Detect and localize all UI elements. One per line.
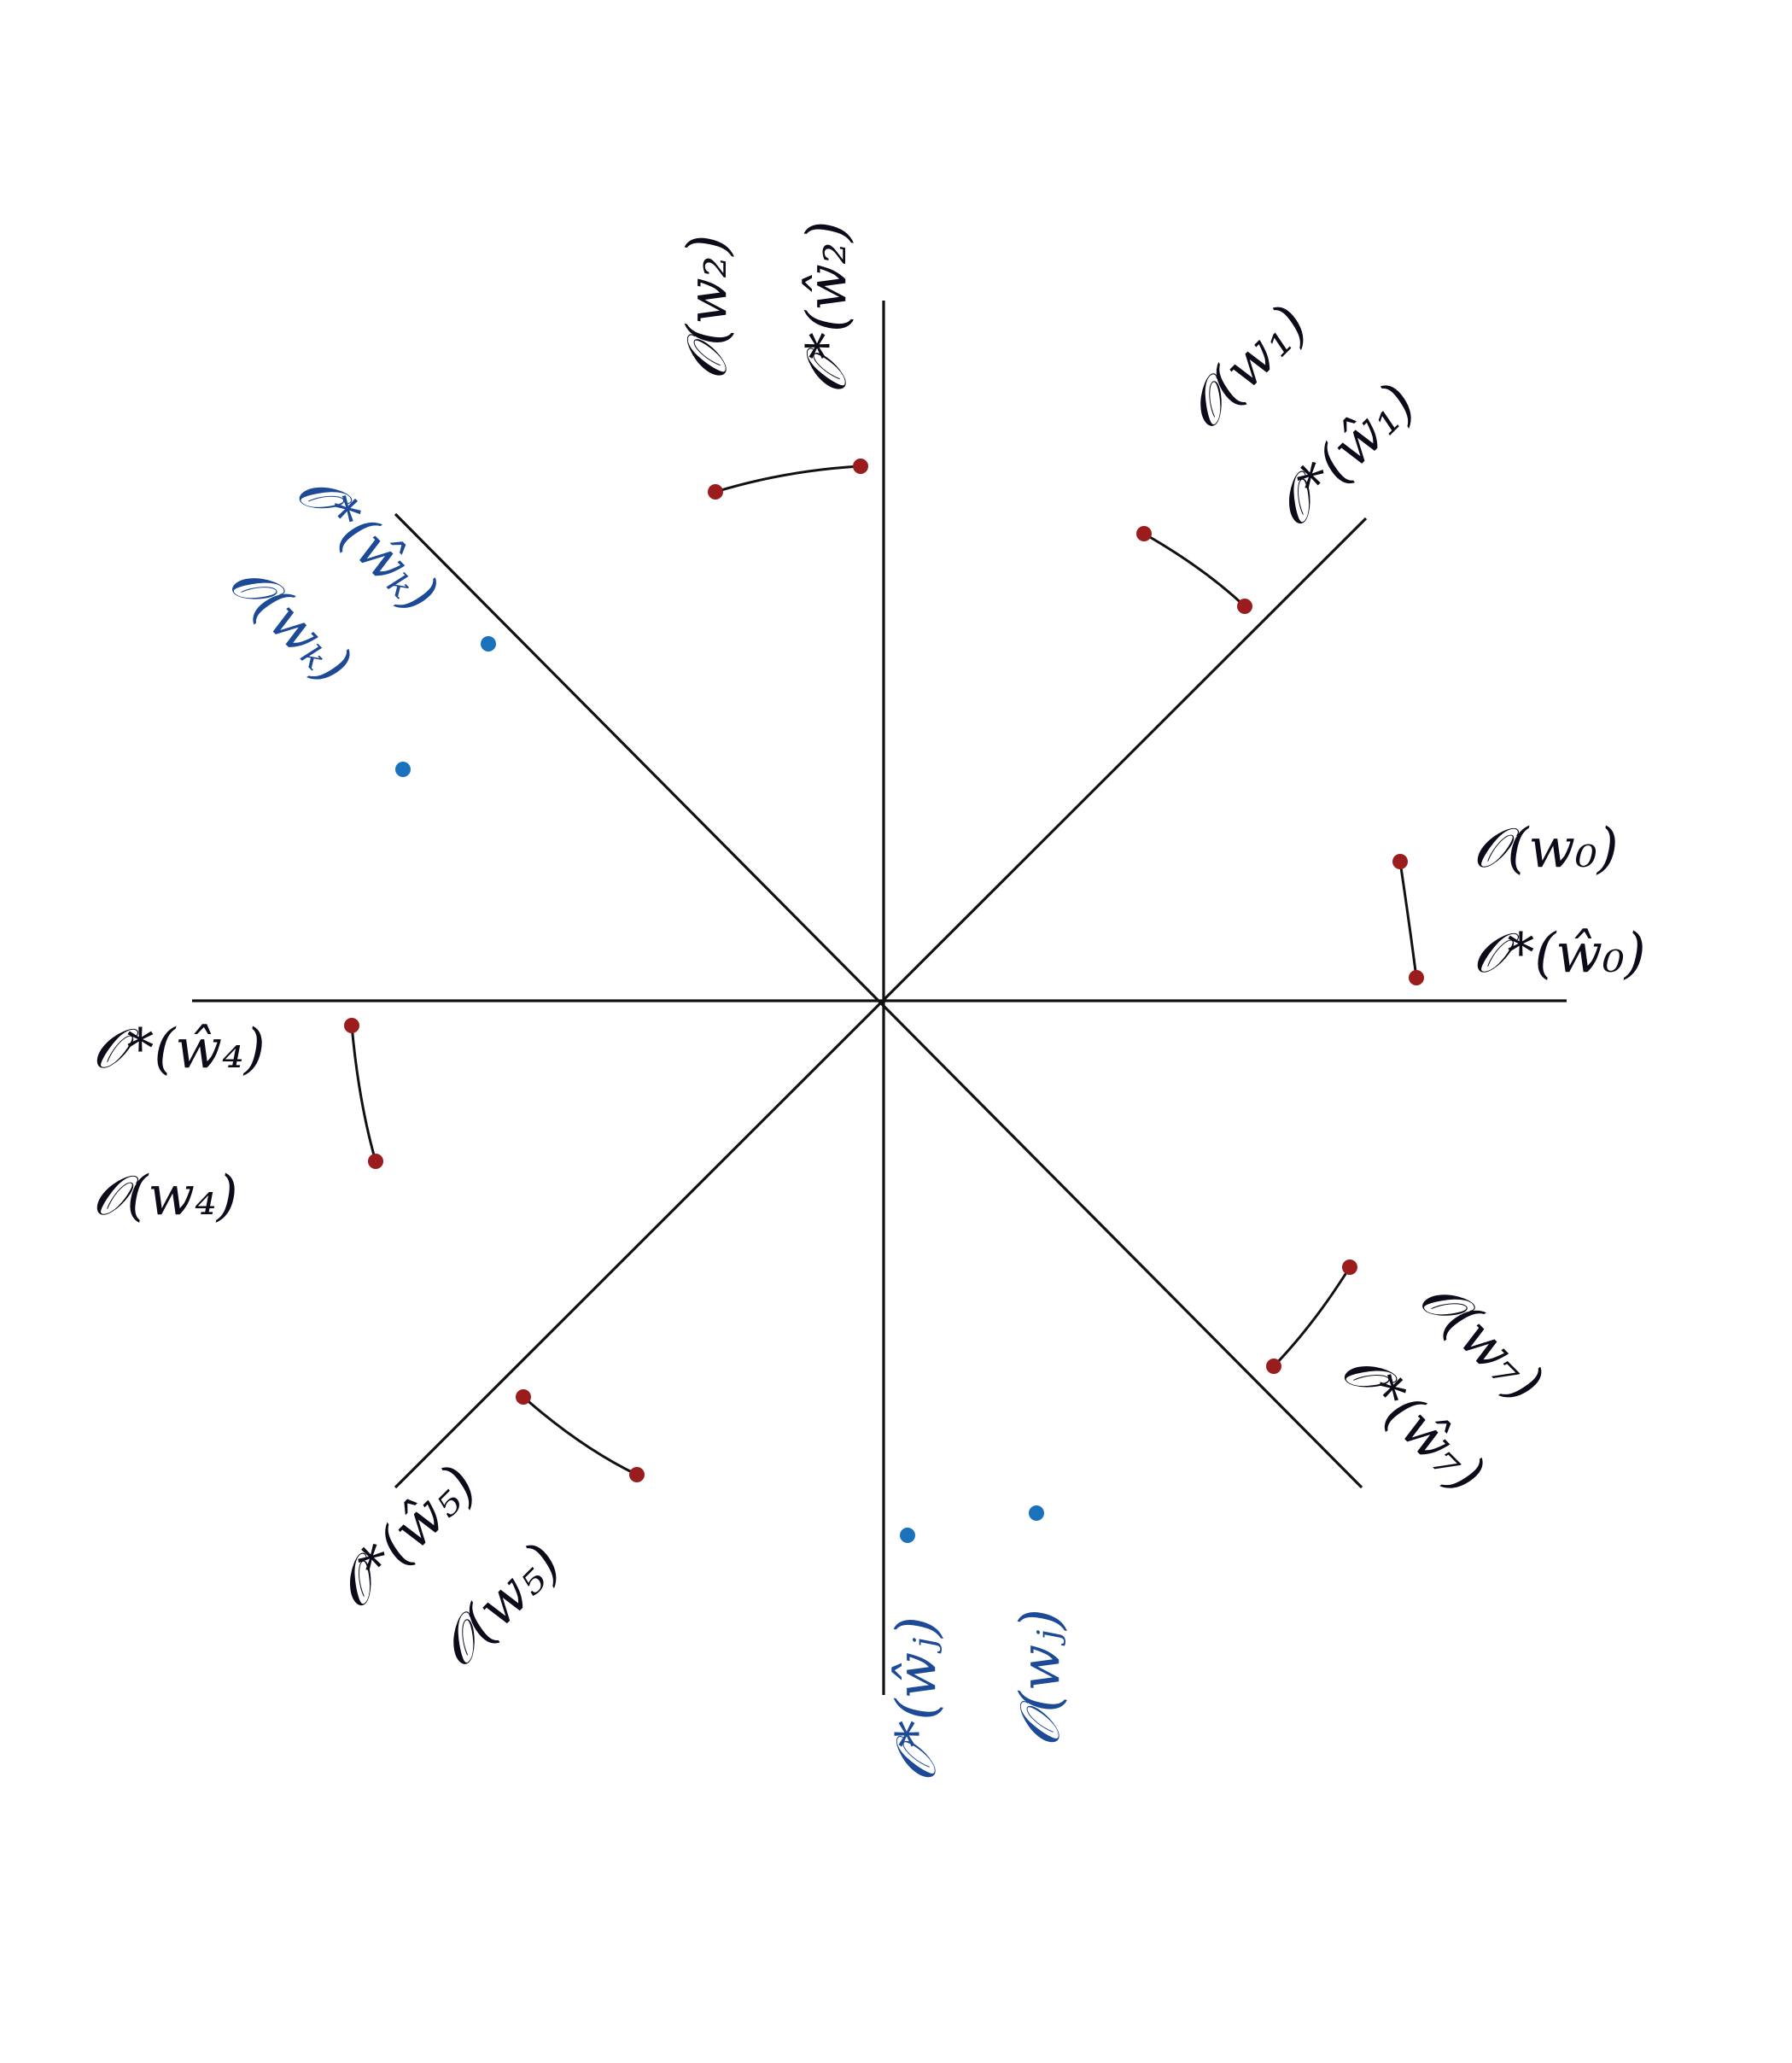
point-w2-est	[853, 459, 868, 474]
label-w0-est: 𝒪*(ŵ₀)	[1473, 922, 1646, 985]
label-wj-obs: 𝒪(wⱼ)	[1009, 1609, 1072, 1747]
point-w5-obs	[629, 1467, 645, 1482]
label-wk-obs: 𝒪(wₖ)	[217, 550, 363, 696]
arc-w7	[1272, 1266, 1351, 1368]
point-wk-obs	[395, 762, 411, 777]
axes	[192, 301, 1567, 1695]
point-w5-est	[516, 1389, 531, 1405]
label-w1-obs: 𝒪(w₁)	[1173, 294, 1321, 441]
point-w4-est	[344, 1018, 359, 1033]
point-w2-obs	[708, 484, 723, 500]
points	[344, 459, 1424, 1543]
arc-w1	[1143, 532, 1246, 608]
label-w2-est: 𝒪*(ŵ₂)	[796, 221, 859, 394]
label-w4-obs: 𝒪(w₄)	[92, 1165, 238, 1228]
point-wj-obs	[1029, 1505, 1044, 1521]
point-w7-obs	[1342, 1259, 1357, 1275]
label-w5-obs: 𝒪(w₅)	[426, 1532, 574, 1680]
point-w4-obs	[368, 1154, 383, 1169]
arc-w0	[1398, 861, 1418, 979]
point-w0-est	[1409, 970, 1424, 985]
axis-diagonal-nw-se	[394, 512, 1363, 1489]
label-w4-est: 𝒪*(ŵ₄)	[92, 1018, 266, 1081]
point-wj-est	[900, 1528, 915, 1543]
point-w1-est	[1237, 599, 1252, 614]
arc-w5	[522, 1395, 638, 1476]
point-w0-obs	[1392, 854, 1408, 869]
label-wj-est: 𝒪*(ŵⱼ)	[885, 1616, 949, 1782]
point-w1-obs	[1136, 526, 1152, 541]
label-w1-est: 𝒪*(ŵ₁)	[1261, 371, 1428, 539]
arc-w4	[350, 1025, 377, 1162]
connector-arcs	[350, 465, 1418, 1476]
arc-w2	[715, 465, 861, 494]
point-wk-est	[481, 636, 496, 652]
label-w2-obs: 𝒪(w₂)	[676, 235, 739, 381]
point-w7-est	[1266, 1359, 1281, 1374]
label-w7-obs: 𝒪(w₇)	[1407, 1267, 1555, 1415]
label-w0-obs: 𝒪(w₀)	[1473, 817, 1619, 880]
